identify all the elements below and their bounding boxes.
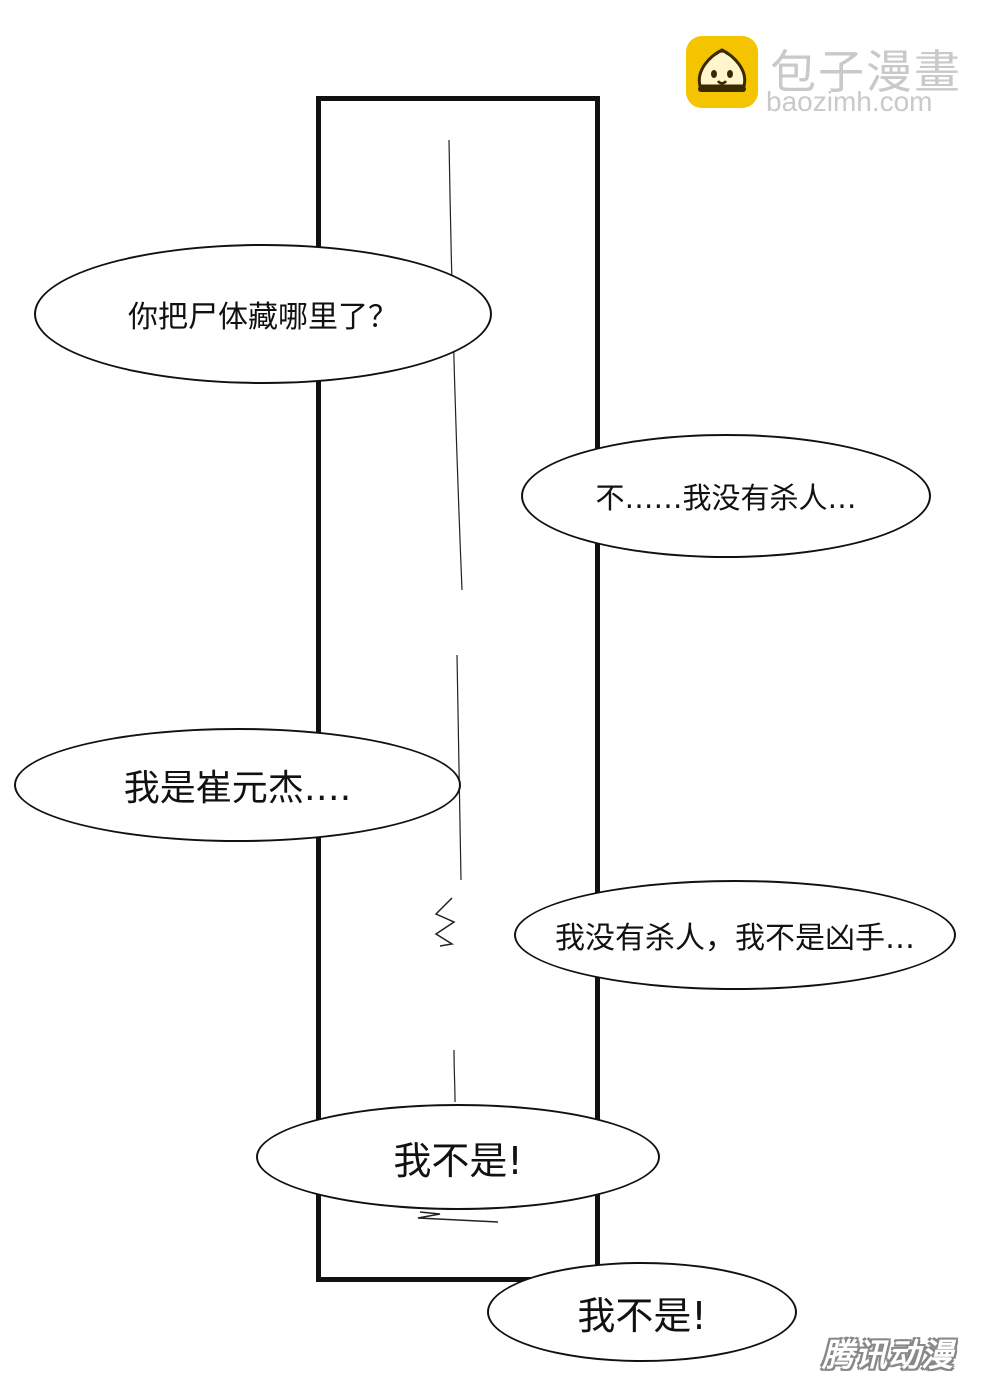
bun-mascot-icon bbox=[686, 36, 758, 108]
speech-bubble-3: 我是崔元杰…. bbox=[14, 728, 461, 842]
sketch-squiggle bbox=[417, 1211, 499, 1223]
speech-bubble-1: 你把尸体藏哪里了？ bbox=[34, 244, 492, 384]
bubble-text: 我没有杀人，我不是凶手… bbox=[555, 921, 915, 956]
bubble-text: 我不是! bbox=[577, 1293, 707, 1338]
logo-url: baozimh.com bbox=[766, 86, 933, 117]
sketch-squiggle bbox=[434, 897, 456, 947]
publisher-watermark: 腾讯动漫 bbox=[822, 1336, 955, 1374]
sketch-line bbox=[448, 139, 463, 591]
speech-bubble-5: 我不是! bbox=[256, 1104, 660, 1210]
sketch-line bbox=[456, 654, 462, 881]
bubble-text: 不……我没有杀人… bbox=[595, 481, 857, 515]
logo-title: 包子漫畫 bbox=[770, 45, 962, 99]
bubble-text: 你把尸体藏哪里了？ bbox=[128, 300, 398, 335]
bubble-text: 我不是! bbox=[393, 1138, 523, 1183]
speech-bubble-2: 不……我没有杀人… bbox=[521, 434, 931, 558]
bubble-text: 我是崔元杰…. bbox=[123, 768, 352, 809]
speech-bubble-6: 我不是! bbox=[487, 1262, 797, 1362]
sketch-line bbox=[453, 1049, 456, 1103]
speech-bubble-4: 我没有杀人，我不是凶手… bbox=[514, 880, 956, 990]
site-logo: 包子漫畫 baozimh.com bbox=[686, 36, 976, 117]
